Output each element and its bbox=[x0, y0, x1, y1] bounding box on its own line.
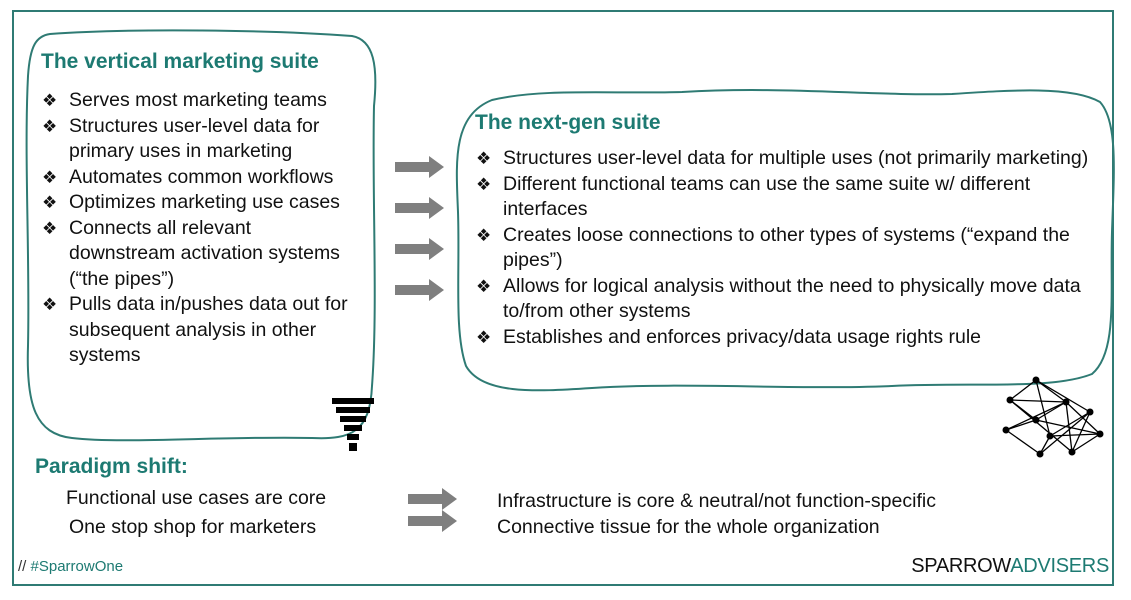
list-item-text: Connects all relevant downstream activat… bbox=[69, 216, 340, 290]
diamond-bullet-icon: ❖ bbox=[42, 91, 58, 110]
list-item-text: Establishes and enforces privacy/data us… bbox=[503, 325, 982, 348]
list-item-text: Automates common workflows bbox=[69, 165, 334, 188]
list-item: ❖ Structures user-level data for multiple… bbox=[476, 146, 1096, 172]
diamond-bullet-icon: ❖ bbox=[42, 218, 58, 238]
list-item-text: Allows for logical analysis without the … bbox=[503, 274, 1081, 323]
list-item-text: Structures user-level data for multiple … bbox=[503, 147, 1089, 169]
list-item-text: Creates loose connections to other types… bbox=[503, 223, 1070, 272]
shift-to-line-1: Infrastructure is core & neutral/not fun… bbox=[497, 490, 936, 512]
list-item: ❖ Optimizes marketing use cases bbox=[42, 190, 362, 216]
diamond-bullet-icon: ❖ bbox=[42, 116, 58, 136]
vertical-suite-outline bbox=[25, 29, 377, 442]
shift-from-line-2: One stop shop for marketers bbox=[69, 516, 317, 538]
diamond-bullet-icon: ❖ bbox=[476, 225, 492, 245]
brand-logo: SPARROWADVISERS bbox=[911, 555, 1109, 578]
network-icon bbox=[1002, 376, 1104, 458]
list-item: ❖ Automates common workflows bbox=[42, 165, 362, 191]
right-arrow-icon bbox=[395, 238, 444, 260]
list-item: ❖ Connects all relevant downstream activa… bbox=[42, 216, 362, 293]
vertical-suite-list: ❖ Serves most marketing teams ❖ Structures … bbox=[42, 88, 362, 369]
list-item: ❖ Establishes and enforces privacy/data u… bbox=[476, 325, 1096, 351]
list-item-text: Different functional teams can use the s… bbox=[503, 172, 1031, 221]
shift-from-line-1: Functional use cases are core bbox=[66, 487, 327, 509]
right-arrow-icon bbox=[395, 279, 444, 301]
brand-part-2: ADVISERS bbox=[1010, 555, 1109, 577]
list-item: ❖ Structures user-level data for primary … bbox=[42, 114, 362, 165]
right-arrow-icon bbox=[395, 156, 444, 178]
right-arrow-icon bbox=[408, 488, 457, 510]
diamond-bullet-icon: ❖ bbox=[476, 174, 492, 194]
nextgen-suite-outline bbox=[455, 89, 1115, 392]
nextgen-suite-list: ❖ Structures user-level data for multiple… bbox=[476, 146, 1096, 350]
brand-part-1: SPARROW bbox=[911, 555, 1011, 577]
diamond-bullet-icon: ❖ bbox=[42, 167, 58, 187]
diamond-bullet-icon: ❖ bbox=[476, 276, 492, 296]
diamond-bullet-icon: ❖ bbox=[42, 295, 58, 314]
list-item-text: Optimizes marketing use cases bbox=[69, 191, 340, 213]
right-arrow-icon bbox=[395, 197, 444, 219]
diagram-frame bbox=[12, 10, 1114, 586]
diamond-bullet-icon: ❖ bbox=[476, 149, 492, 168]
diamond-bullet-icon: ❖ bbox=[476, 327, 492, 347]
hashtag-text: #SparrowOne bbox=[30, 558, 124, 575]
vertical-suite-title: The vertical marketing suite bbox=[41, 50, 319, 73]
right-arrow-icon bbox=[408, 510, 457, 532]
diamond-bullet-icon: ❖ bbox=[42, 193, 58, 212]
paradigm-shift-title: Paradigm shift: bbox=[35, 455, 188, 478]
list-item: ❖ Creates loose connections to other type… bbox=[476, 223, 1096, 274]
list-item-text: Serves most marketing teams bbox=[69, 89, 327, 111]
hashtag-slashes: // bbox=[18, 558, 27, 575]
hashtag-label: // #SparrowOne bbox=[18, 558, 123, 575]
list-item: ❖ Different functional teams can use the … bbox=[476, 172, 1096, 223]
nextgen-suite-title: The next-gen suite bbox=[475, 111, 661, 134]
list-item: ❖ Pulls data in/pushes data out for subse… bbox=[42, 292, 362, 369]
shift-to-line-2: Connective tissue for the whole organiza… bbox=[497, 516, 880, 538]
list-item: ❖ Allows for logical analysis without the… bbox=[476, 274, 1096, 325]
funnel-icon bbox=[332, 398, 374, 451]
list-item: ❖ Serves most marketing teams bbox=[42, 88, 362, 114]
list-item-text: Pulls data in/pushes data out for subseq… bbox=[69, 293, 348, 366]
list-item-text: Structures user-level data for primary u… bbox=[69, 114, 320, 163]
